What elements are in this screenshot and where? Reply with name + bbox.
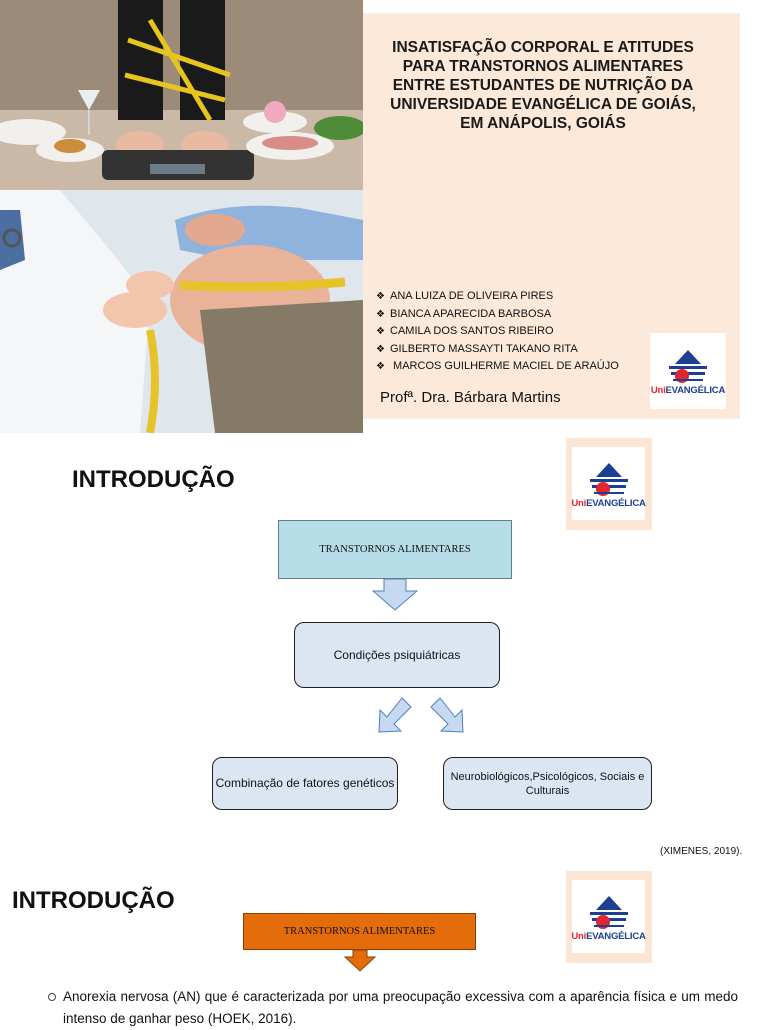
unievangelica-logo: UniEVANGÉLICA: [650, 333, 726, 409]
author-item: ❖CAMILA DOS SANTOS RIBEIRO: [376, 323, 619, 341]
anorexia-bullet: Anorexia nervosa (AN) que é caracterizad…: [48, 986, 738, 1030]
slide2-heading: INTRODUÇÃO: [72, 466, 235, 493]
logo-wordmark: UniEVANGÉLICA: [571, 930, 646, 942]
unievangelica-logo: UniEVANGÉLICA: [571, 447, 646, 520]
diamond-bullet-icon: ❖: [376, 326, 385, 337]
unievangelica-emblem-icon: [589, 895, 628, 929]
author-item: ❖BIANCA APARECIDA BARBOSA: [376, 306, 619, 324]
photo-waist-measure: [0, 190, 363, 433]
waist-measure-illustration: [0, 190, 363, 433]
eating-disorders-box: TRANSTORNOS ALIMENTARES: [278, 520, 512, 579]
diamond-bullet-icon: ❖: [376, 361, 385, 372]
arrow-down-left-icon: [378, 697, 412, 733]
neuro-psycho-social-box: Neurobiológicos,Psicológicos, Sociais e …: [443, 757, 652, 810]
unievangelica-emblem-icon: [589, 462, 628, 496]
psychiatric-conditions-box: Condições psiquiátricas: [294, 622, 500, 688]
author-item: ❖GILBERTO MASSAYTI TAKANO RITA: [376, 341, 619, 359]
presentation-title: INSATISFAÇÃO CORPORAL E ATITUDES PARA TR…: [390, 39, 696, 132]
logo-wordmark: UniEVANGÉLICA: [650, 385, 726, 396]
diamond-bullet-icon: ❖: [376, 308, 385, 320]
circle-bullet-icon: [48, 993, 56, 1001]
arrow-down-icon: [344, 950, 376, 972]
arrow-down-right-icon: [430, 697, 464, 733]
advisor-name: Profª. Dra. Bárbara Martins: [380, 389, 561, 406]
genetic-factors-box: Combinação de fatores genéticos: [212, 757, 398, 810]
author-list: ❖ANA LUIZA DE OLIVEIRA PIRES ❖BIANCA APA…: [376, 288, 619, 376]
citation: (XIMENES, 2019).: [660, 846, 743, 857]
logo-wordmark: UniEVANGÉLICA: [571, 497, 646, 509]
author-item: ❖ANA LUIZA DE OLIVEIRA PIRES: [376, 288, 619, 306]
slide3-heading: INTRODUÇÃO: [12, 887, 175, 914]
diamond-bullet-icon: ❖: [376, 291, 385, 302]
unievangelica-logo: UniEVANGÉLICA: [571, 880, 646, 953]
diamond-bullet-icon: ❖: [376, 343, 385, 355]
arrow-down-icon: [372, 579, 418, 611]
scale-food-illustration: [0, 0, 363, 190]
eating-disorders-box-orange: TRANSTORNOS ALIMENTARES: [243, 913, 476, 950]
unievangelica-emblem-icon: [669, 350, 707, 383]
photo-scale-food: [0, 0, 363, 190]
author-item: ❖ MARCOS GUILHERME MACIEL DE ARAÚJO: [376, 358, 619, 376]
